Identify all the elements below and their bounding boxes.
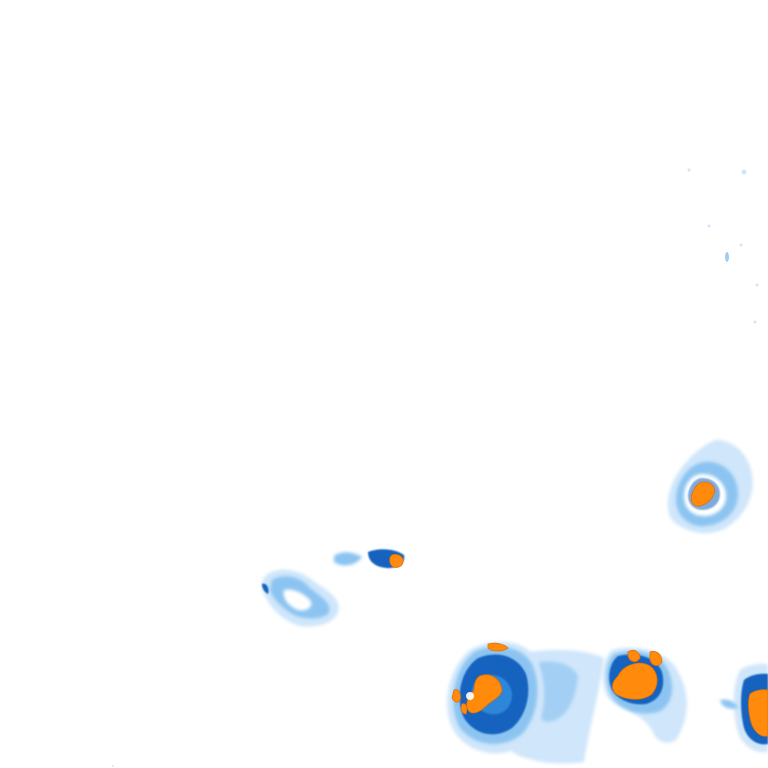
- cell-small-band: [334, 549, 405, 569]
- cell-bottom-right: [602, 647, 687, 743]
- cell-right-ring: [667, 440, 753, 534]
- cell-edge-right: [720, 663, 768, 753]
- faint-specks: [687, 168, 759, 324]
- cell-left-ring: [261, 569, 339, 627]
- faint-bottom-bits: [112, 751, 584, 767]
- cell-bottom-center: [447, 641, 604, 764]
